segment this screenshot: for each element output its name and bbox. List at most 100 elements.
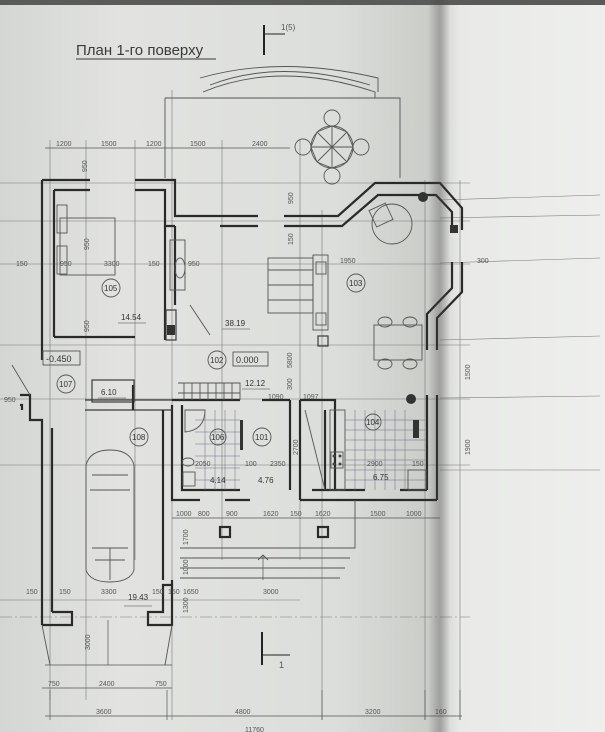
room-108-garage: 108 19.43 150 150 3300 150 150 1650 3000… xyxy=(26,427,279,689)
svg-text:3000: 3000 xyxy=(263,589,279,596)
svg-text:150: 150 xyxy=(288,233,295,245)
bottom-dimension-row: 3600 4800 3200 160 11760 xyxy=(45,690,462,732)
section-mark-bottom: 1 xyxy=(261,632,290,670)
axis-grid xyxy=(0,90,601,720)
room-number-103: 103 xyxy=(349,279,363,288)
svg-text:1200: 1200 xyxy=(146,141,162,148)
toilet-icon xyxy=(182,471,196,487)
svg-text:800: 800 xyxy=(198,511,210,518)
exterior-walls xyxy=(20,178,464,627)
svg-text:950: 950 xyxy=(188,261,200,268)
svg-text:3000: 3000 xyxy=(85,634,92,650)
terrace xyxy=(164,66,401,185)
round-table-icon xyxy=(371,203,413,245)
svg-text:160: 160 xyxy=(435,709,447,716)
level-value-107: -0.450 xyxy=(46,354,72,364)
svg-text:1000: 1000 xyxy=(406,511,422,518)
room-area-108: 19.43 xyxy=(128,593,149,602)
svg-text:11760: 11760 xyxy=(245,727,264,732)
room-102-hall: 38.19 102 0.000 12.12 5800 300 xyxy=(178,304,319,401)
room-number-102: 102 xyxy=(210,356,224,365)
svg-text:100: 100 xyxy=(245,461,257,468)
room-105-bedroom: 105 14.54 150 950 3300 150 950 950 950 xyxy=(16,204,200,341)
svg-text:950: 950 xyxy=(84,238,91,250)
svg-text:2900: 2900 xyxy=(367,461,383,468)
svg-text:900: 900 xyxy=(226,511,238,518)
svg-text:1650: 1650 xyxy=(183,589,199,596)
room-number-106: 106 xyxy=(211,433,225,442)
level-mark-107 xyxy=(42,350,81,366)
room-area-107: 6.10 xyxy=(101,388,117,397)
area-hall-lower: 12.12 xyxy=(245,379,266,388)
svg-text:150: 150 xyxy=(152,589,164,596)
room-number-101: 101 xyxy=(255,433,269,442)
paper-fold-shadow xyxy=(428,0,450,732)
room-number-105: 105 xyxy=(104,284,118,293)
svg-text:150: 150 xyxy=(290,511,302,518)
radiator-icon xyxy=(413,420,419,438)
svg-text:1900: 1900 xyxy=(465,439,472,455)
level-mark-102 xyxy=(232,351,269,367)
column-icon xyxy=(218,525,232,539)
svg-text:1500: 1500 xyxy=(101,141,117,148)
section-mark-top: 1(5) xyxy=(263,23,296,55)
svg-text:1097: 1097 xyxy=(303,394,319,401)
paper-top-edge xyxy=(0,0,605,5)
svg-text:150: 150 xyxy=(26,589,38,596)
svg-text:150: 150 xyxy=(16,261,28,268)
svg-text:5800: 5800 xyxy=(287,352,294,368)
sink-icon xyxy=(181,457,195,467)
room-number-104: 104 xyxy=(366,418,380,427)
svg-text:950: 950 xyxy=(4,397,16,404)
dining-table-icon xyxy=(373,316,423,370)
kitchen-counter xyxy=(329,409,346,491)
svg-text:300: 300 xyxy=(287,378,294,390)
plant-icon xyxy=(406,394,416,404)
room-area-104: 6.75 xyxy=(373,473,389,482)
plan-title: План 1-го поверху xyxy=(76,42,204,59)
top-dimension-row: 1200 1500 1200 1500 2400 950 950 150 xyxy=(45,141,295,245)
svg-text:3600: 3600 xyxy=(96,709,112,716)
svg-text:1500: 1500 xyxy=(190,141,206,148)
svg-text:2350: 2350 xyxy=(270,461,286,468)
svg-text:3300: 3300 xyxy=(101,589,117,596)
svg-text:950: 950 xyxy=(60,261,72,268)
stove-icon xyxy=(330,451,344,469)
svg-text:1000: 1000 xyxy=(183,559,190,575)
room-number-108: 108 xyxy=(132,433,146,442)
svg-text:1620: 1620 xyxy=(263,511,279,518)
svg-text:2400: 2400 xyxy=(99,681,115,688)
svg-text:150: 150 xyxy=(168,589,180,596)
bed-icon xyxy=(59,217,116,276)
svg-text:300: 300 xyxy=(477,258,489,265)
room-101-vestibule: 101 4.76 100 2350 2700 xyxy=(245,409,326,491)
room-area-106: 4.14 xyxy=(210,476,226,485)
bath-tile-pattern xyxy=(195,410,240,490)
room-107: -0.450 107 6.10 950 xyxy=(4,350,135,404)
room-103-living: 103 1950 300 1500 1900 xyxy=(267,192,489,455)
column-icon xyxy=(316,525,330,539)
svg-text:2400: 2400 xyxy=(252,141,268,148)
svg-text:150: 150 xyxy=(148,261,160,268)
svg-text:4800: 4800 xyxy=(235,709,251,716)
sofa-icon xyxy=(267,257,314,314)
svg-text:2700: 2700 xyxy=(293,439,300,455)
svg-text:950: 950 xyxy=(82,160,89,172)
svg-text:1700: 1700 xyxy=(183,529,190,545)
plan-title-block: План 1-го поверху xyxy=(76,42,216,60)
room-number-107: 107 xyxy=(59,380,73,389)
svg-text:1620: 1620 xyxy=(315,511,331,518)
section-mark-top-label: 1(5) xyxy=(281,23,296,32)
svg-text:2050: 2050 xyxy=(195,461,211,468)
room-106-bathroom: 106 4.14 2050 xyxy=(181,409,243,490)
svg-text:950: 950 xyxy=(84,320,91,332)
section-mark-bottom-label: 1 xyxy=(279,660,284,670)
staircase-icon xyxy=(178,382,241,400)
plant-icon xyxy=(418,192,428,202)
svg-text:750: 750 xyxy=(48,681,60,688)
svg-text:750: 750 xyxy=(155,681,167,688)
svg-text:3300: 3300 xyxy=(104,261,120,268)
shower-icon xyxy=(184,409,206,433)
room-104-kitchen: 104 6.75 2900 150 xyxy=(329,409,427,491)
svg-text:950: 950 xyxy=(288,192,295,204)
